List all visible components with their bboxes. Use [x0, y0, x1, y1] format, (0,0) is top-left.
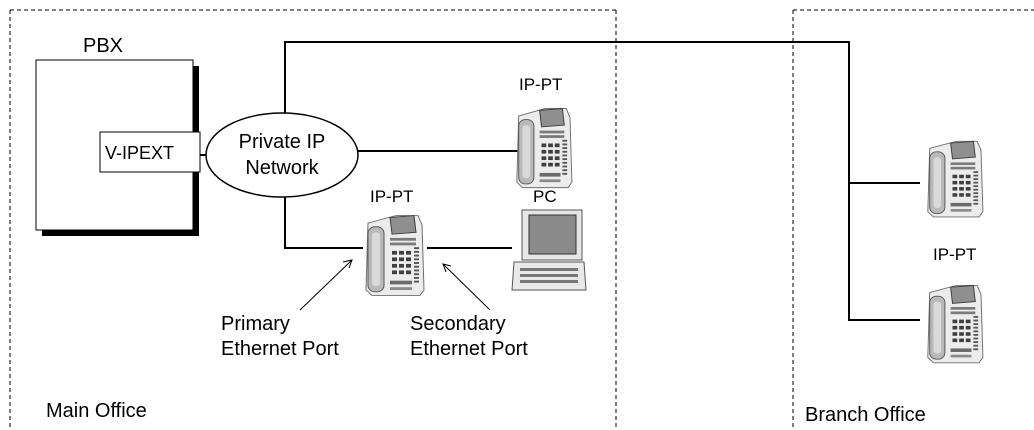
pc-label: PC	[533, 187, 557, 206]
ip-phone-icon	[927, 140, 984, 218]
branch-office-label: Branch Office	[805, 404, 926, 426]
primary-port-label-line2: Ethernet Port	[221, 338, 339, 360]
network-label-line2: Network	[245, 157, 319, 179]
private-ip-network-ellipse	[205, 112, 359, 198]
primary-port-label-line1: Primary	[221, 313, 290, 335]
pbx-label: PBX	[83, 35, 123, 57]
port-arrows	[299, 259, 491, 311]
ippt-label-top: IP-PT	[519, 75, 562, 94]
ip-phone-icon	[516, 108, 573, 189]
secondary-port-label-line1: Secondary	[410, 313, 506, 335]
vipext-label: V-IPEXT	[105, 143, 174, 163]
vipext-box	[99, 131, 201, 173]
secondary-port-label-line2: Ethernet Port	[410, 338, 528, 360]
ip-phone-icon	[365, 215, 425, 297]
network-label-line1: Private IP	[239, 131, 326, 153]
connection-lines	[200, 41, 920, 321]
branch-office-boundary	[792, 9, 1034, 430]
ippt-label-branch: IP-PT	[933, 245, 976, 264]
ip-phone-icon	[927, 284, 984, 364]
pc-icon	[511, 209, 587, 291]
ippt-label-middle: IP-PT	[370, 187, 413, 206]
main-office-boundary	[9, 9, 617, 430]
main-office-label: Main Office	[46, 400, 147, 422]
